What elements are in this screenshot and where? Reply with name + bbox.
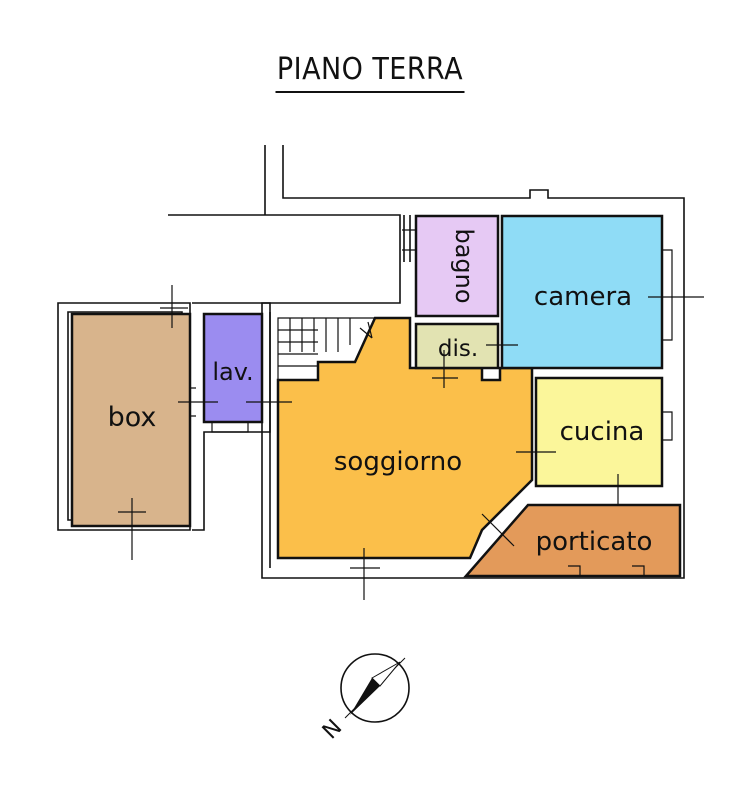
compass-rose: N xyxy=(318,653,410,744)
label-porticato: porticato xyxy=(536,527,653,557)
compass-north-letter: N xyxy=(318,715,347,744)
plan-title: PIANO TERRA xyxy=(37,52,703,93)
room-camera xyxy=(500,214,664,370)
plan-title-text: PIANO TERRA xyxy=(275,52,465,93)
room-bagno xyxy=(414,214,500,318)
label-soggiorno: soggiorno xyxy=(334,447,462,477)
room-cucina xyxy=(534,376,664,488)
room-box xyxy=(70,312,192,528)
opening-marks xyxy=(118,229,704,600)
label-dis: dis. xyxy=(438,336,478,362)
label-bagno: bagno xyxy=(450,228,478,303)
room-lav xyxy=(202,312,264,424)
label-cucina: cucina xyxy=(560,417,645,447)
room-dis xyxy=(414,322,500,370)
label-box: box xyxy=(108,402,157,433)
label-lav: lav. xyxy=(212,358,253,386)
staircase xyxy=(277,317,376,381)
label-camera: camera xyxy=(534,282,632,312)
room-porticato xyxy=(463,503,682,578)
